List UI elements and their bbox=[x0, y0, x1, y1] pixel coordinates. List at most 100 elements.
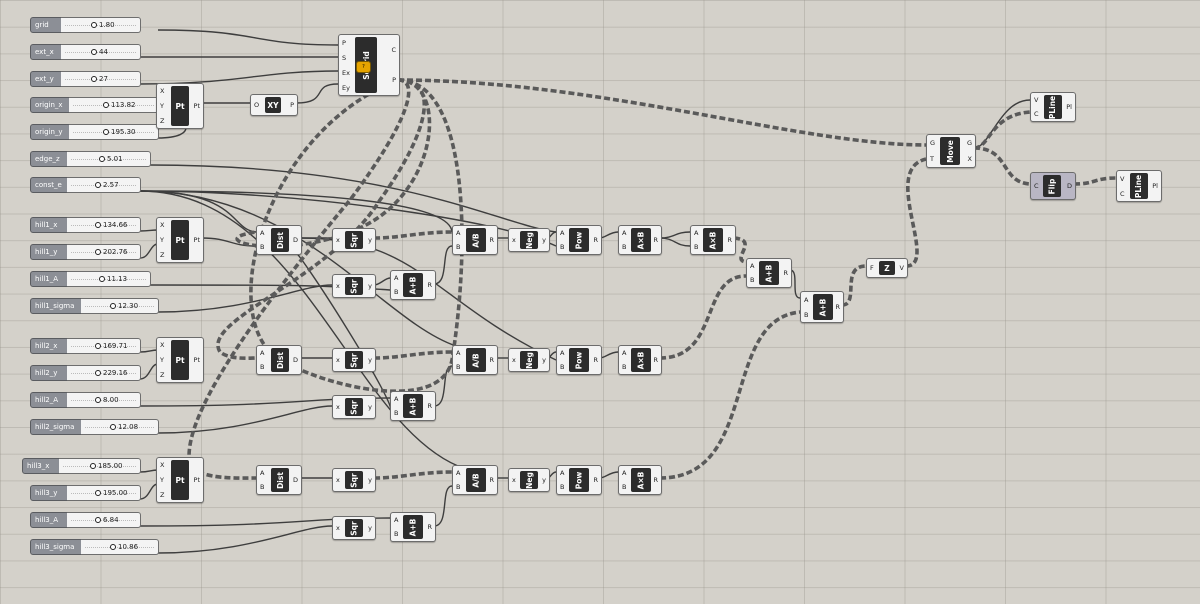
output-param[interactable]: Pt bbox=[193, 102, 200, 110]
slider-track[interactable]: 12.08 bbox=[81, 419, 159, 435]
slider-knob-icon[interactable] bbox=[95, 249, 101, 255]
slider-knob-icon[interactable] bbox=[91, 76, 97, 82]
slider-knob-icon[interactable] bbox=[91, 22, 97, 28]
output-param[interactable]: R bbox=[783, 269, 788, 277]
input-param[interactable]: B bbox=[804, 310, 809, 319]
input-param[interactable]: x bbox=[336, 403, 340, 411]
sqgrid-component[interactable]: PSExEySqGridCP? bbox=[338, 34, 400, 96]
output-param[interactable]: Pt bbox=[193, 356, 200, 364]
output-param[interactable]: R bbox=[489, 476, 494, 484]
slider-knob-icon[interactable] bbox=[95, 182, 101, 188]
output-param[interactable]: R bbox=[427, 523, 432, 531]
slider-track[interactable]: 12.30 bbox=[81, 298, 159, 314]
slider-track[interactable]: 1.80 bbox=[61, 17, 141, 33]
slider-track[interactable]: 5.01 bbox=[67, 151, 151, 167]
slider-track[interactable]: 2.57 bbox=[67, 177, 141, 193]
input-param[interactable]: Ex bbox=[342, 68, 350, 77]
input-param[interactable]: A bbox=[560, 229, 565, 237]
input-param[interactable]: x bbox=[512, 356, 516, 364]
slider-knob-icon[interactable] bbox=[95, 490, 101, 496]
output-param[interactable]: y bbox=[542, 236, 546, 244]
input-param[interactable]: B bbox=[560, 483, 565, 491]
slider-track[interactable]: 113.82 bbox=[69, 97, 159, 113]
slider-knob-icon[interactable] bbox=[95, 397, 101, 403]
slider-knob-icon[interactable] bbox=[95, 517, 101, 523]
output-param[interactable]: Pt bbox=[193, 236, 200, 244]
output-param[interactable]: R bbox=[593, 476, 598, 484]
input-param[interactable]: F bbox=[870, 264, 874, 272]
input-param[interactable]: X bbox=[160, 341, 165, 350]
input-param[interactable]: Y bbox=[160, 475, 164, 484]
slider-knob-icon[interactable] bbox=[103, 102, 109, 108]
input-param[interactable]: A bbox=[260, 469, 265, 477]
input-param[interactable]: B bbox=[260, 483, 265, 491]
slider-knob-icon[interactable] bbox=[95, 343, 101, 349]
input-param[interactable]: x bbox=[336, 282, 340, 290]
input-param[interactable]: A bbox=[804, 295, 809, 304]
output-param[interactable]: y bbox=[368, 356, 372, 364]
slider-knob-icon[interactable] bbox=[91, 49, 97, 55]
input-param[interactable]: A bbox=[394, 395, 399, 403]
output-param[interactable]: R bbox=[835, 303, 840, 311]
output-param[interactable]: D bbox=[292, 476, 298, 484]
slider-track[interactable]: 169.71 bbox=[67, 338, 141, 354]
input-param[interactable]: X bbox=[160, 87, 165, 96]
input-param[interactable]: X bbox=[160, 221, 165, 230]
output-param[interactable]: y bbox=[368, 282, 372, 290]
input-param[interactable]: x bbox=[512, 236, 516, 244]
slider-knob-icon[interactable] bbox=[99, 276, 105, 282]
slider-knob-icon[interactable] bbox=[99, 156, 105, 162]
input-param[interactable]: B bbox=[260, 243, 265, 251]
slider-track[interactable]: 195.00 bbox=[67, 485, 141, 501]
input-param[interactable]: B bbox=[456, 243, 461, 251]
slider-track[interactable]: 134.66 bbox=[67, 217, 141, 233]
slider-track[interactable]: 6.84 bbox=[67, 512, 141, 528]
slider-track[interactable]: 10.86 bbox=[81, 539, 159, 555]
slider-knob-icon[interactable] bbox=[95, 222, 101, 228]
input-param[interactable]: B bbox=[394, 288, 399, 296]
input-param[interactable]: C bbox=[1034, 182, 1039, 190]
slider-track[interactable]: 185.00 bbox=[59, 458, 141, 474]
slider-track[interactable]: 202.76 bbox=[67, 244, 141, 260]
input-param[interactable]: A bbox=[750, 262, 755, 270]
input-param[interactable]: A bbox=[694, 229, 699, 237]
output-param[interactable]: R bbox=[653, 476, 658, 484]
output-param[interactable]: R bbox=[427, 281, 432, 289]
slider-knob-icon[interactable] bbox=[110, 424, 116, 430]
slider-track[interactable]: 195.30 bbox=[69, 124, 159, 140]
output-param[interactable]: D bbox=[292, 236, 298, 244]
output-param[interactable]: y bbox=[368, 236, 372, 244]
input-param[interactable]: Z bbox=[160, 116, 165, 125]
slider-knob-icon[interactable] bbox=[110, 303, 116, 309]
input-param[interactable]: A bbox=[622, 349, 627, 357]
output-param[interactable]: R bbox=[727, 236, 732, 244]
input-param[interactable]: Z bbox=[160, 370, 165, 379]
output-param[interactable]: y bbox=[542, 356, 546, 364]
output-param[interactable]: Pl bbox=[1066, 103, 1072, 111]
input-param[interactable]: Ey bbox=[342, 83, 350, 92]
input-param[interactable]: B bbox=[394, 409, 399, 417]
input-param[interactable]: B bbox=[560, 363, 565, 371]
